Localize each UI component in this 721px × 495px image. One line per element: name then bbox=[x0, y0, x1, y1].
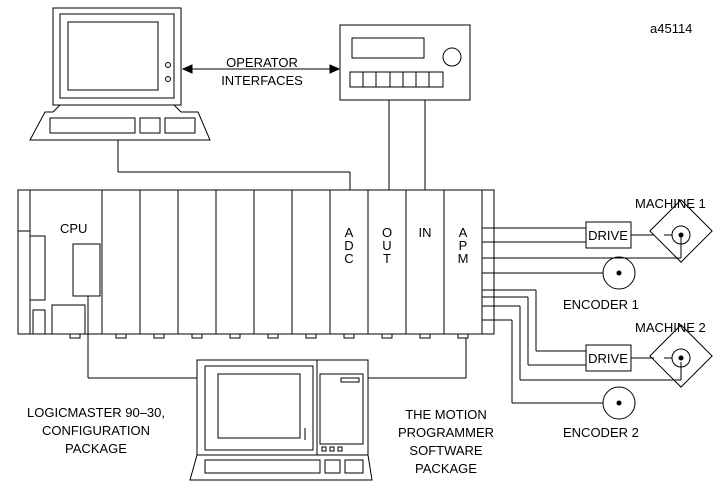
motion-programmer-label-4: PACKAGE bbox=[415, 461, 477, 476]
encoder-2-icon bbox=[602, 386, 636, 420]
drive-2-label: DRIVE bbox=[588, 351, 628, 366]
encoder-2-label: ENCODER 2 bbox=[563, 425, 639, 440]
logicmaster-label-2: CONFIGURATION bbox=[41, 423, 151, 438]
motion-programmer-label-1: THE MOTION bbox=[405, 407, 487, 422]
drive-1-label: DRIVE bbox=[588, 228, 628, 243]
encoder-1-icon bbox=[602, 256, 636, 290]
plc-rack bbox=[17, 189, 495, 339]
axis-1-wiring bbox=[482, 227, 682, 274]
encoder-1-label: ENCODER 1 bbox=[563, 297, 639, 312]
cpu-label: CPU bbox=[60, 221, 88, 236]
axis-2-wiring bbox=[482, 289, 682, 404]
motion-programmer-label-2: PROGRAMMER bbox=[397, 425, 495, 440]
motion-programmer-label-3: SOFTWARE bbox=[409, 443, 483, 458]
machine-2-label: MACHINE 2 bbox=[635, 320, 706, 335]
drive-1-box bbox=[585, 221, 632, 249]
operator-panel-icon bbox=[339, 24, 471, 190]
figure-id: a45114 bbox=[650, 21, 693, 36]
operator-interfaces-label-1: OPERATOR bbox=[226, 55, 298, 70]
out-module-label: OUT bbox=[381, 225, 393, 266]
machine-1-icon bbox=[649, 199, 713, 263]
logicmaster-label-1: LOGICMASTER 90–30, bbox=[27, 405, 165, 420]
operator-terminal-icon bbox=[29, 7, 351, 190]
operator-interfaces-label-2: INTERFACES bbox=[221, 73, 303, 88]
operator-interface-arrow bbox=[181, 64, 341, 74]
programmer-computer-icon bbox=[189, 359, 373, 481]
drive-2-box bbox=[585, 344, 632, 372]
machine-2-icon bbox=[649, 324, 713, 388]
adc-module-label: ADC bbox=[344, 225, 354, 266]
logicmaster-label-3: PACKAGE bbox=[65, 441, 127, 456]
machine-1-label: MACHINE 1 bbox=[635, 196, 706, 211]
in-module-label: IN bbox=[418, 225, 432, 240]
apm-module-label: APM bbox=[457, 225, 469, 266]
programmer-cables bbox=[87, 296, 467, 379]
